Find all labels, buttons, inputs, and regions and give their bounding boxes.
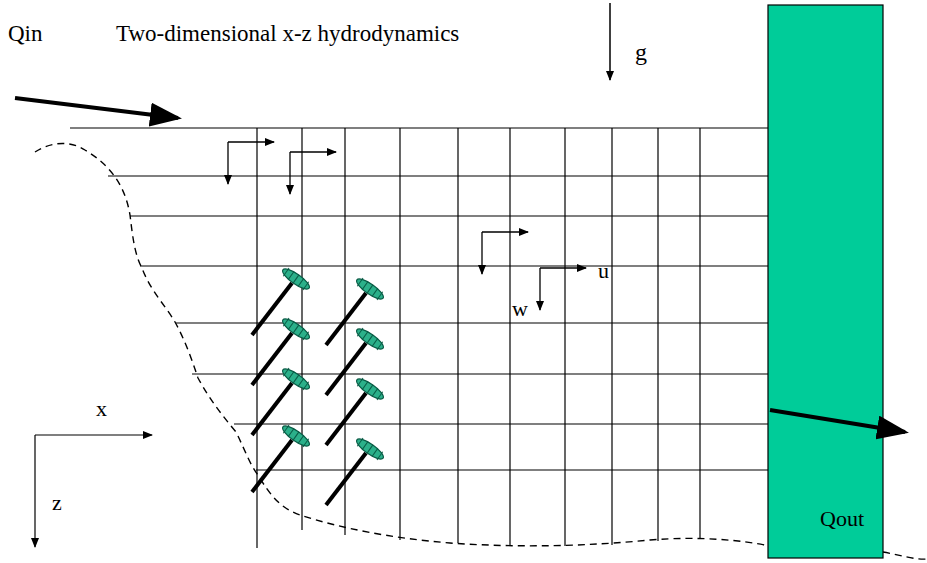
inflow-label: Qin [8,22,43,45]
velocity-label: u [598,260,609,282]
z-axis-arrow [34,435,35,547]
gravity-arrow [609,3,611,80]
outflow-arrow [770,410,905,432]
computational-grid [70,128,768,548]
velocity-arrows [228,142,586,310]
velocity-label: w [512,298,528,320]
x-axis-arrow [35,434,152,435]
gravity-label: g [635,40,647,64]
diagram-title: Two-dimensional x-z hydrodynamics [116,22,459,45]
dam-structure [768,5,883,558]
axis-label: z [52,492,62,514]
outflow-label: Qout [820,508,864,530]
inflow-arrow [15,98,178,118]
vegetation [252,266,386,505]
axis-label: x [96,398,107,420]
